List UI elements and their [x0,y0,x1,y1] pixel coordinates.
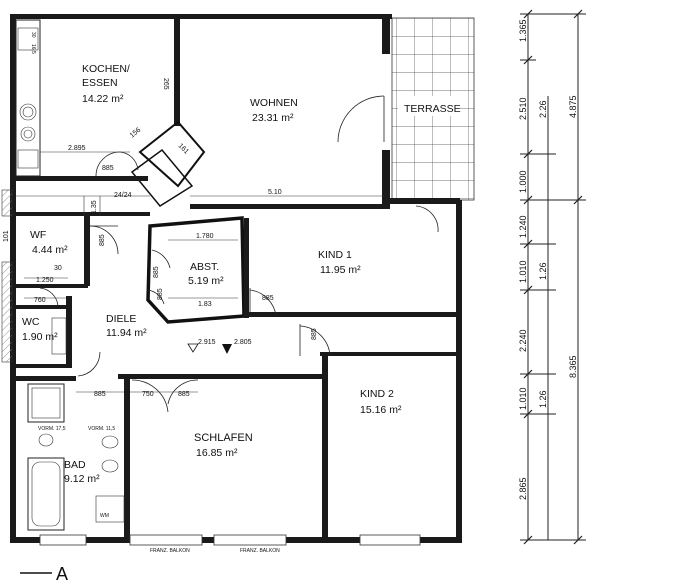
balcony-label-1: FRANZ. BALKON [150,548,190,554]
fixture-labels: WM VORM. 17,5 VORM. 11,5 [38,426,115,519]
room-kochen: KOCHEN/ ESSEN 14.22 m² [82,63,130,105]
section-marker: A [20,564,68,583]
windows [39,534,421,546]
dim-right-226: 2.26 [538,100,548,118]
room-area: 1.90 m² [22,331,58,343]
section-label: A [56,564,68,583]
dim-right-total-8365: 8.365 [568,355,578,378]
dim-1250: 1.250 [36,277,54,284]
kitchen-counter: 30 16,5 [15,19,41,177]
dim-885-abst2: 885 [157,288,164,300]
room-name: TERRASSE [404,103,461,115]
svg-text:30: 30 [30,32,36,38]
dim-24-24: 24/24 [114,192,132,199]
dim-right-2240: 2.240 [518,329,528,352]
dim-885-bad: 885 [94,391,106,398]
room-diele: DIELE 11.94 m² [106,313,147,339]
room-area: 5.19 m² [188,275,224,287]
vorm-label-1: VORM. 17,5 [38,426,66,432]
room-kind1: KIND 1 11.95 m² [318,249,361,276]
dim-2895: 2.895 [68,145,86,152]
level-marker-filled-icon [222,344,232,354]
balcony-labels: FRANZ. BALKON FRANZ. BALKON [150,548,280,554]
dim-1780: 1.780 [196,233,214,240]
dim-right-2865: 2.865 [518,477,528,500]
level-marker-open-icon [187,343,199,353]
room-area: 16.85 m² [196,447,238,459]
dim-760: 760 [34,297,46,304]
interior-dimensions: 2.895 885 24/24 5.10 1.780 1.83 1.250 76… [3,78,318,398]
room-area: 9.12 m² [64,473,100,485]
dim-885-wf: 885 [99,234,106,246]
interior-dimension-lines [16,151,384,393]
dim-156: 156 [129,127,143,140]
doors [39,95,439,413]
level-markers: 2.915 2.805 [187,339,252,354]
dim-right-1010b: 1.010 [518,387,528,410]
room-name: WOHNEN [250,97,298,109]
room-area: 4.44 m² [32,244,68,256]
bath-fixtures [27,317,125,531]
room-area: 11.95 m² [320,264,361,276]
room-area: 23.31 m² [252,112,294,124]
dim-right-126a: 1.26 [538,262,548,280]
room-terrasse: TERRASSE [404,103,461,115]
room-name: WF [30,229,46,241]
room-name: SCHLAFEN [194,432,253,444]
dim-885-kind2: 885 [311,328,318,340]
dim-right-1365: 1.365 [518,19,528,42]
balcony-label-2: FRANZ. BALKON [240,548,280,554]
room-area: 11.94 m² [106,327,147,339]
room-kind2: KIND 2 15.16 m² [360,388,402,416]
dim-right-2510: 2.510 [518,97,528,120]
room-wohnen: WOHNEN 23.31 m² [250,97,298,124]
room-name: KIND 2 [360,388,394,400]
room-name: ABST. [190,261,219,273]
dim-right-1010a: 1.010 [518,260,528,283]
dim-101: 101 [3,230,10,242]
dim-750: 750 [142,391,154,398]
room-wf: WF 4.44 m² [30,229,68,256]
room-name: DIELE [106,313,136,325]
dim-885-abst: 885 [153,266,160,278]
room-name: KIND 1 [318,249,352,261]
room-wc: WC 1.90 m² [22,316,58,343]
dim-161: 161 [177,142,190,155]
dim-right-1000: 1.000 [518,170,528,193]
dim-right-1240: 1.240 [518,215,528,238]
dim-right-126b: 1.26 [538,390,548,408]
dim-510: 5.10 [268,189,282,196]
room-area: 15.16 m² [360,404,402,416]
right-dimension-chain: 1.365 2.510 1.000 1.240 1.010 2.240 1.01… [518,9,586,545]
dim-885-kitchen: 885 [102,165,114,172]
room-area: 14.22 m² [82,93,124,105]
room-name: BAD [64,459,86,471]
dim-135: 1.35 [91,200,98,214]
vorm-label-2: VORM. 11,5 [88,426,115,432]
room-name: ESSEN [82,77,118,89]
level-a: 2.915 [198,339,216,346]
room-name: WC [22,316,40,328]
wm-label: WM [100,513,109,519]
dim-right-total-4875: 4.875 [568,95,578,118]
dim-30: 30 [54,265,62,272]
room-name: KOCHEN/ [82,63,130,75]
room-schlafen: SCHLAFEN 16.85 m² [194,432,253,459]
room-abst: ABST. 5.19 m² [188,261,224,287]
terrace [391,17,475,201]
dim-183: 1.83 [198,301,212,308]
dim-265: 265 [162,78,169,90]
interior-walls [16,18,460,540]
svg-text:16,5: 16,5 [30,44,36,54]
room-bad: BAD 9.12 m² [64,459,100,485]
level-b: 2.805 [234,339,252,346]
dim-885-schlafen: 885 [178,391,190,398]
dim-885-kind1: 885 [262,295,274,302]
